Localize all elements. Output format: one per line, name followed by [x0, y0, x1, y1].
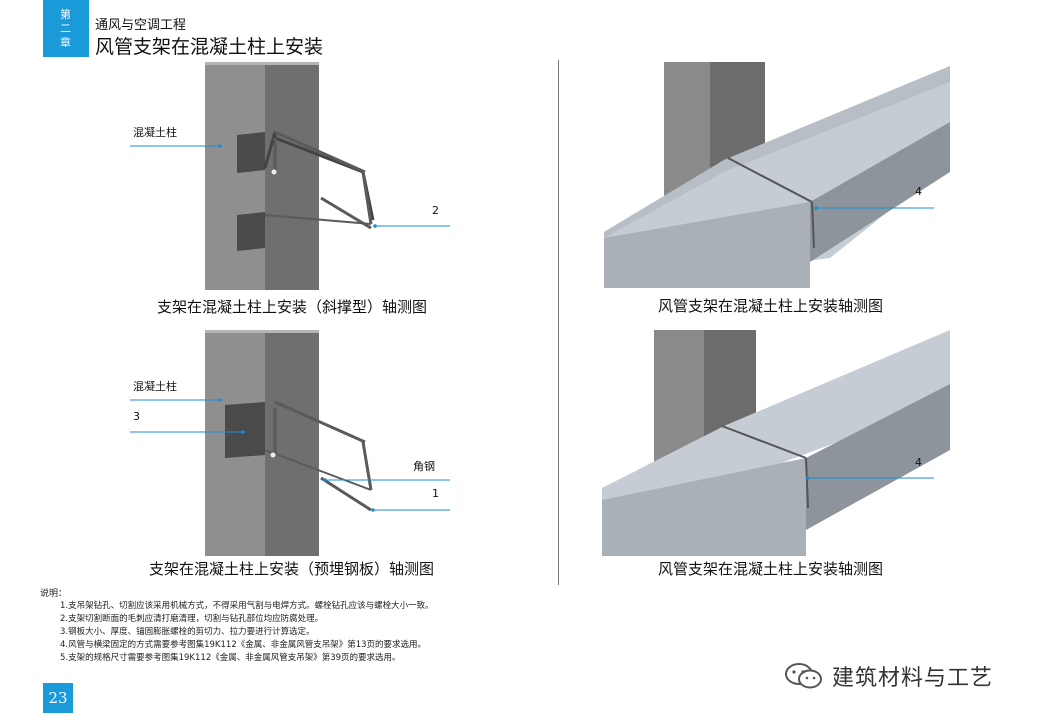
watermark-text: 建筑材料与工艺	[832, 666, 994, 691]
note-item: 1.支吊架钻孔、切割应该采用机械方式，不得采用气割与电焊方式。螺栓钻孔应该与螺栓…	[60, 601, 434, 611]
note-item: 3.钢板大小、厚度、锚固膨胀螺栓的剪切力、拉力要进行计算选定。	[60, 627, 315, 637]
caption-bottom-left: 支架在混凝土柱上安装（预埋钢板）轴测图	[149, 560, 435, 578]
caption-top-right: 风管支架在混凝土柱上安装轴测图	[658, 297, 884, 315]
callout-column-1: 混凝土柱	[133, 126, 177, 139]
caption-bottom-right: 风管支架在混凝土柱上安装轴测图	[658, 560, 884, 578]
callout-column-2: 混凝土柱	[133, 380, 177, 393]
page-title: 风管支架在混凝土柱上安装	[95, 36, 324, 58]
callout-1: 1	[432, 487, 439, 500]
chapter-char-3: 章	[60, 35, 72, 49]
section-title: 通风与空调工程	[95, 18, 187, 33]
chapter-char-2: 二	[60, 21, 72, 35]
callout-3: 3	[133, 410, 140, 423]
notes-title: 说明：	[40, 589, 68, 599]
chapter-char-1: 第	[60, 7, 72, 21]
caption-top-left: 支架在混凝土柱上安装（斜撑型）轴测图	[157, 298, 428, 316]
callout-4-top: 4	[915, 185, 922, 198]
callout-angle-steel: 角钢	[413, 460, 435, 473]
figure-bracket-embedded-plate	[130, 330, 450, 556]
callout-2: 2	[432, 204, 439, 217]
figure-bracket-diagonal	[130, 62, 450, 290]
chapter-badge: 第 二 章	[43, 0, 89, 57]
note-item: 2.支架切割断面的毛刺应清打磨清理，切割与钻孔部位均应防腐处理。	[60, 614, 324, 624]
note-item: 4.风管与横梁固定的方式需要参考图集19K112《金属、非金属风管支吊架》第13…	[60, 640, 427, 650]
page-number: 23	[43, 683, 73, 713]
callout-4-bottom: 4	[915, 456, 922, 469]
figure-duct-bottom	[602, 330, 950, 556]
wechat-watermark: 建筑材料与工艺	[784, 660, 993, 692]
vertical-divider	[558, 60, 559, 585]
wechat-icon	[785, 663, 822, 689]
figure-duct-top	[604, 62, 950, 288]
note-item: 5.支架的规格尺寸需要参考图集19K112《金属、非金属风管支吊架》第39页的要…	[60, 653, 401, 663]
